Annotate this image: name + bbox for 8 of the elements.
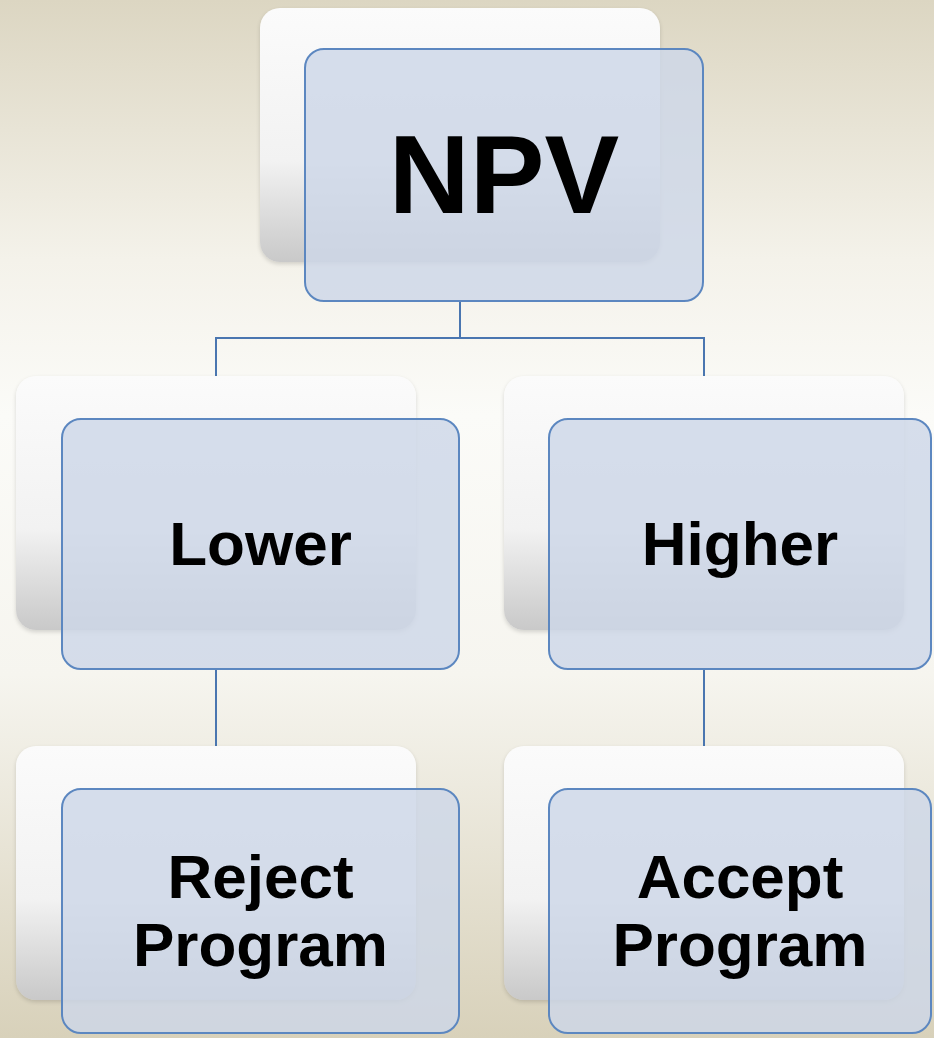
node-label: Lower: [169, 509, 352, 579]
node-label: Higher: [641, 509, 839, 579]
node-label: Accept Program: [611, 842, 869, 980]
node-label: NPV: [388, 113, 620, 237]
connector-line: [703, 669, 705, 747]
node-label: Reject Program: [132, 842, 389, 980]
connector-line: [459, 301, 705, 377]
connector-line: [215, 669, 217, 747]
